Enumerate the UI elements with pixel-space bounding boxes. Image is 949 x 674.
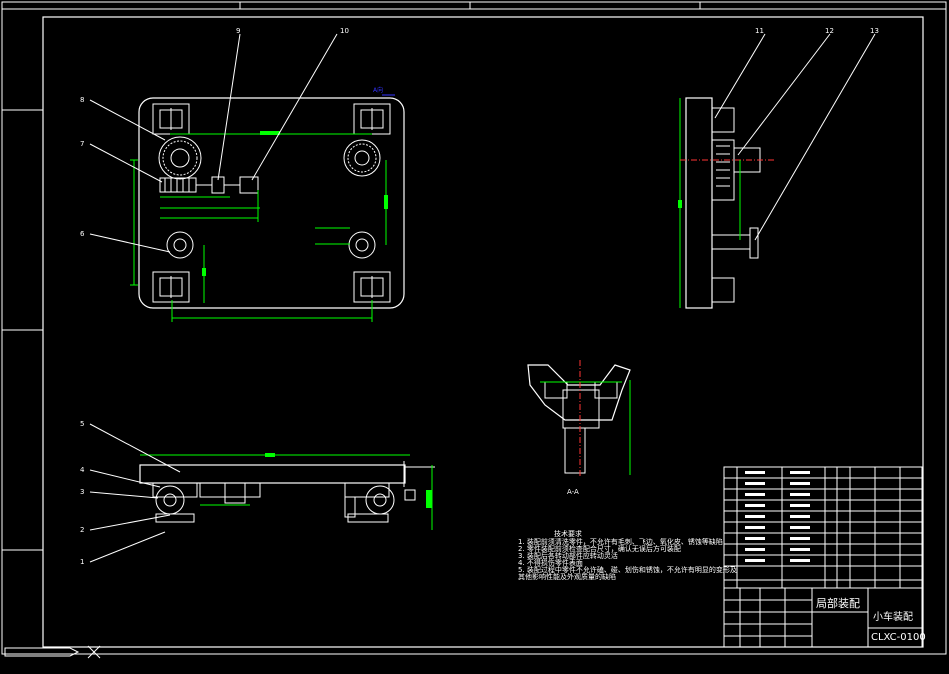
- drawing-number: CLXC-0100: [871, 632, 926, 643]
- tech-req-line-6: 其他影响性能及外观质量的缺陷: [518, 572, 616, 581]
- balloon-2: 2: [80, 526, 84, 534]
- tech-req-line-2: 2. 零件装配前须检查配合尺寸，确认无误后方可装配: [518, 544, 681, 553]
- top-view: A向: [130, 86, 405, 322]
- balloon-10: 10: [340, 27, 349, 35]
- balloon-3: 3: [80, 488, 84, 496]
- balloon-13: 13: [870, 27, 879, 35]
- svg-text:A向: A向: [373, 86, 383, 94]
- corner-wheel-top-right: [353, 103, 391, 135]
- title-block: 局部装配 小车装配 CLXC-0100: [723, 466, 926, 648]
- balloon-11: 11: [755, 27, 764, 35]
- corner-wheel-top-left: [152, 103, 190, 135]
- tech-req-line-4: 4. 不得损伤零件表面: [518, 558, 583, 567]
- balloon-12: 12: [825, 27, 834, 35]
- drawing-frame: [1, 1, 947, 659]
- technical-requirements: 技术要求 1. 装配前须清洗零件，不允许有毛刺、飞边、氧化皮、锈蚀等缺陷 2. …: [518, 529, 737, 581]
- balloon-9: 9: [236, 27, 240, 35]
- front-view: [139, 453, 435, 530]
- balloon-7: 7: [80, 140, 84, 148]
- tech-req-line-1: 1. 装配前须清洗零件，不允许有毛刺、飞边、氧化皮、锈蚀等缺陷: [518, 537, 723, 546]
- side-view: [678, 97, 775, 309]
- section-view-aa: [527, 360, 631, 478]
- balloon-6: 6: [80, 230, 85, 238]
- balloon-4: 4: [80, 466, 85, 474]
- part-title: 局部装配: [816, 596, 860, 610]
- corner-wheel-bottom-right: [353, 271, 391, 303]
- tech-req-line-5: 5. 装配过程中零件不允许磕、碰、划伤和锈蚀，不允许有明显的变形及: [518, 565, 737, 574]
- balloon-8: 8: [80, 96, 84, 104]
- tech-req-line-3: 3. 装配后各转动部件应转动灵活: [518, 551, 618, 560]
- section-label: A-A: [567, 488, 579, 496]
- corner-wheel-bottom-left: [152, 271, 190, 303]
- balloon-5: 5: [80, 420, 84, 428]
- balloon-labels: 8 7 6 5 4 3 2 1 9 10 11 12 13: [80, 27, 879, 566]
- balloon-1: 1: [80, 558, 84, 566]
- tech-req-title: 技术要求: [554, 529, 582, 538]
- leader-lines: [89, 33, 876, 563]
- product-name: 小车装配: [873, 610, 913, 623]
